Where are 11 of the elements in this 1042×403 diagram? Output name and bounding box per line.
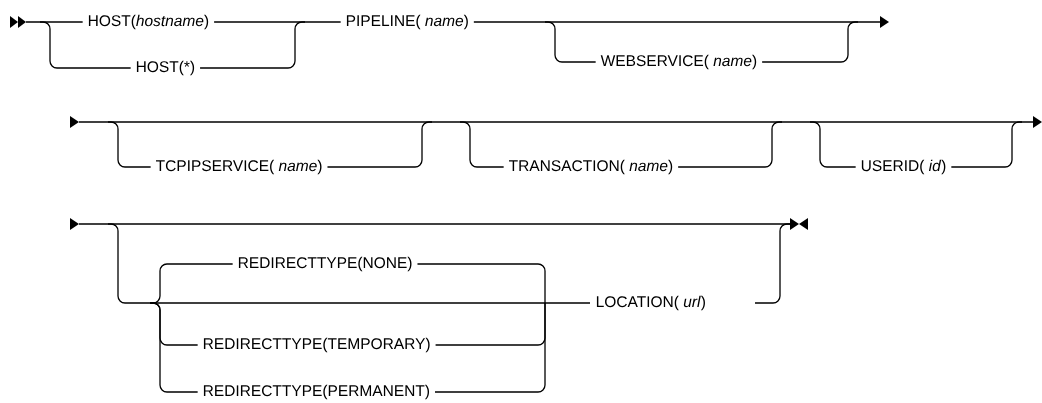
- keyword-label: TRANSACTION( name): [503, 157, 679, 177]
- keyword-label: REDIRECTTYPE(PERMANENT): [197, 382, 435, 402]
- keyword-label: HOST(*): [130, 58, 201, 78]
- keyword-label: USERID( id): [855, 157, 952, 177]
- keyword-label: LOCATION( url): [590, 293, 711, 313]
- keyword-label: TCPIPSERVICE( name): [150, 157, 328, 177]
- keyword-label: PIPELINE( name): [340, 12, 474, 32]
- keyword-label: HOST(hostname): [82, 12, 215, 32]
- keyword-label: REDIRECTTYPE(TEMPORARY): [197, 335, 436, 355]
- keyword-label: REDIRECTTYPE(NONE): [232, 254, 418, 274]
- keyword-label: WEBSERVICE( name): [595, 52, 763, 72]
